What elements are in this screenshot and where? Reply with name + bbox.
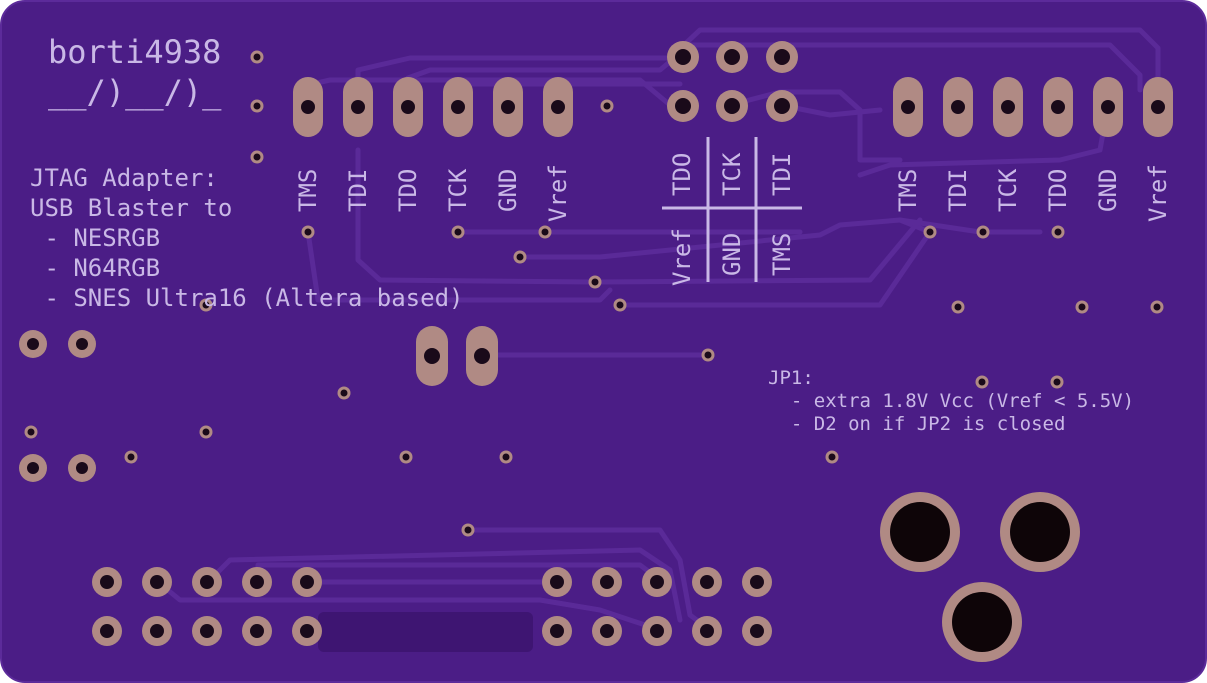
left-label-tck: TCK — [444, 168, 472, 212]
via-hole — [340, 389, 348, 397]
pad-hole — [300, 624, 314, 638]
via-hole — [464, 526, 472, 534]
pad-hole — [750, 575, 764, 589]
pad-hole — [600, 575, 614, 589]
mounting-holes — [880, 492, 1080, 662]
via-hole — [1053, 378, 1061, 386]
left-label-tdo: TDO — [394, 168, 422, 212]
via-hole — [202, 301, 210, 309]
author-name: borti4938 — [48, 33, 222, 71]
jp1-line-1: - extra 1.8V Vcc (Vref < 5.5V) — [768, 390, 1135, 412]
desc-line-2: USB Blaster to — [30, 194, 233, 222]
pad-hole — [650, 575, 664, 589]
center-label-tck: TCK — [718, 152, 746, 196]
right-label-vref: Vref — [1144, 164, 1172, 222]
left-label-vref: Vref — [544, 164, 572, 222]
pad-hole — [700, 624, 714, 638]
right-label-tdo: TDO — [1044, 168, 1072, 212]
via-hole — [454, 228, 462, 236]
pad-hole — [150, 575, 164, 589]
left-small-pads — [19, 330, 96, 482]
via-hole — [603, 102, 611, 110]
via-hole — [502, 453, 510, 461]
desc-line-4: - N64RGB — [30, 254, 161, 282]
pad-hole — [550, 575, 564, 589]
center-silk-grid — [662, 137, 802, 282]
via-hole — [954, 303, 962, 311]
via-hole — [979, 228, 987, 236]
desc-line-1: JTAG Adapter: — [30, 164, 218, 192]
via-hole — [541, 228, 549, 236]
right-label-tdi: TDI — [944, 168, 972, 212]
via-hole — [616, 301, 624, 309]
via-hole — [1078, 303, 1086, 311]
right-label-tck: TCK — [994, 168, 1022, 212]
pad-hole — [650, 624, 664, 638]
right-jtag-header — [893, 77, 1173, 137]
center-label-vref: Vref — [668, 228, 696, 286]
pad-hole — [200, 624, 214, 638]
center-label-tms: TMS — [768, 232, 796, 276]
left-label-tms: TMS — [294, 168, 322, 212]
via-hole — [591, 278, 599, 286]
via-hole — [253, 53, 261, 61]
pad-hole — [600, 624, 614, 638]
via-hole — [304, 228, 312, 236]
via-hole — [978, 378, 986, 386]
right-label-tms: TMS — [894, 168, 922, 212]
right-label-gnd: GND — [1094, 168, 1122, 212]
jp1-title: JP1: — [768, 367, 814, 389]
pad-hole — [100, 624, 114, 638]
pad-hole — [550, 624, 564, 638]
pad-hole — [300, 575, 314, 589]
pad-hole — [100, 575, 114, 589]
pad-hole — [150, 624, 164, 638]
left-label-gnd: GND — [494, 168, 522, 212]
jp1-line-2: - D2 on if JP2 is closed — [768, 413, 1066, 435]
via-hole — [253, 153, 261, 161]
left-label-tdi: TDI — [344, 168, 372, 212]
via-hole — [1153, 303, 1161, 311]
pad-hole — [200, 575, 214, 589]
via-hole — [828, 453, 836, 461]
center-label-gnd: GND — [718, 232, 746, 276]
via-hole — [402, 453, 410, 461]
bottom-connector — [92, 567, 772, 646]
center-label-tdo: TDO — [668, 152, 696, 196]
desc-line-5: - SNES Ultra16 (Altera based) — [30, 284, 464, 312]
via-hole — [704, 351, 712, 359]
center-jtag-header — [667, 41, 798, 122]
jumper-jp1 — [416, 326, 498, 386]
center-label-tdi: TDI — [768, 152, 796, 196]
left-jtag-header — [293, 77, 573, 137]
via-hole — [1054, 228, 1062, 236]
pad-hole — [750, 624, 764, 638]
via-hole — [27, 428, 35, 436]
copper-pour — [318, 612, 533, 652]
desc-line-3: - NESRGB — [30, 224, 161, 252]
via-hole — [516, 253, 524, 261]
via-hole — [926, 228, 934, 236]
vias — [24, 50, 1164, 537]
author-art: __/)__/)_ — [48, 73, 222, 111]
pad-hole — [250, 624, 264, 638]
pad-hole — [700, 575, 714, 589]
pad-hole — [250, 575, 264, 589]
via-hole — [127, 453, 135, 461]
via-hole — [253, 102, 261, 110]
via-hole — [202, 428, 210, 436]
